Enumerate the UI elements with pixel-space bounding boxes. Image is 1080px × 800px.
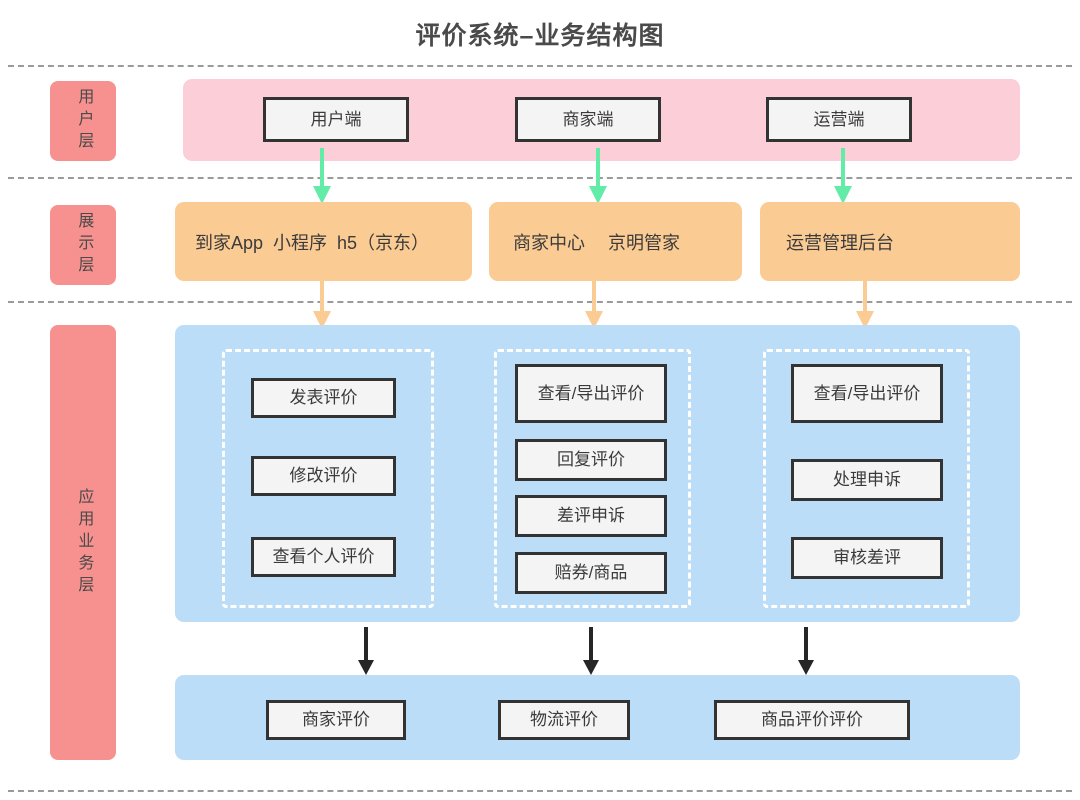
layer-chip-presentation: 展示层 [50, 205, 116, 285]
node-process-appeal-label: 处理申诉 [833, 470, 901, 490]
node-view-export-review-merchant-label: 查看/导出评价 [537, 383, 645, 403]
node-edit-review-label: 修改评价 [289, 466, 358, 486]
node-compensation-coupon-goods-label: 赔券/商品 [554, 563, 628, 583]
presentation-band-consumer[interactable] [175, 202, 472, 281]
arrow-user-to-presentation-3 [832, 148, 854, 204]
node-view-export-review-operations-label: 查看/导出评价 [813, 383, 921, 403]
node-view-export-review-operations[interactable]: 查看/导出评价 [791, 364, 943, 423]
node-user-client[interactable]: 用户端 [263, 97, 409, 142]
node-view-personal-review-label: 查看个人评价 [272, 547, 375, 567]
node-publish-review[interactable]: 发表评价 [251, 378, 396, 418]
arrow-presentation-to-application-3 [854, 281, 876, 329]
node-bad-review-appeal[interactable]: 差评申诉 [515, 495, 667, 537]
group-operations-functions [763, 349, 970, 608]
presentation-band-operations[interactable] [760, 202, 1020, 281]
node-merchant-evaluation[interactable]: 商家评价 [266, 700, 406, 740]
arrow-functions-to-objects-2 [581, 627, 601, 675]
node-merchant-client[interactable]: 商家端 [515, 97, 661, 142]
node-user-client-label: 用户端 [310, 109, 362, 129]
layer-chip-user: 用户层 [50, 81, 116, 161]
arrow-user-to-presentation-1 [311, 148, 333, 204]
node-logistics-evaluation-label: 物流评价 [530, 710, 598, 730]
node-logistics-evaluation[interactable]: 物流评价 [498, 700, 630, 740]
layer-separator-top [8, 65, 1072, 67]
arrow-user-to-presentation-2 [587, 148, 609, 204]
arrow-functions-to-objects-1 [356, 627, 376, 675]
layer-separator-bottom [8, 790, 1072, 792]
node-edit-review[interactable]: 修改评价 [251, 456, 396, 496]
layer-chip-user-label: 用户层 [75, 88, 93, 154]
arrow-presentation-to-application-1 [311, 281, 333, 329]
presentation-band-merchant[interactable] [489, 202, 742, 281]
group-consumer-functions [222, 349, 434, 608]
node-view-export-review-merchant[interactable]: 查看/导出评价 [515, 364, 667, 423]
node-reply-review-label: 回复评价 [557, 450, 625, 470]
node-product-evaluation-label: 商品评价评价 [761, 710, 863, 730]
layer-separator-user-presentation [8, 177, 1072, 179]
layer-chip-application: 应用业务层 [50, 325, 116, 760]
node-merchant-client-label: 商家端 [562, 109, 614, 129]
node-product-evaluation[interactable]: 商品评价评价 [714, 700, 910, 740]
node-view-personal-review[interactable]: 查看个人评价 [251, 537, 396, 577]
node-bad-review-appeal-label: 差评申诉 [557, 506, 625, 526]
node-compensation-coupon-goods[interactable]: 赔券/商品 [515, 552, 667, 594]
arrow-functions-to-objects-3 [796, 627, 816, 675]
layer-separator-presentation-application [8, 301, 1072, 303]
node-operations-client[interactable]: 运营端 [766, 97, 912, 142]
node-reply-review[interactable]: 回复评价 [515, 439, 667, 481]
presentation-band-merchant-label: 商家中心 京明管家 [513, 232, 681, 253]
arrow-presentation-to-application-2 [583, 281, 605, 329]
group-merchant-functions [494, 349, 691, 608]
node-process-appeal[interactable]: 处理申诉 [791, 459, 943, 501]
node-audit-bad-review[interactable]: 审核差评 [791, 537, 943, 579]
presentation-band-operations-label: 运营管理后台 [786, 232, 894, 253]
node-audit-bad-review-label: 审核差评 [833, 548, 901, 568]
node-merchant-evaluation-label: 商家评价 [302, 710, 370, 730]
layer-chip-presentation-label: 展示层 [75, 212, 93, 278]
presentation-band-consumer-label: 到家App 小程序 h5（京东） [195, 232, 430, 253]
page-title: 评价系统–业务结构图 [415, 22, 665, 50]
node-operations-client-label: 运营端 [813, 109, 865, 129]
layer-chip-application-label: 应用业务层 [75, 487, 93, 598]
node-publish-review-label: 发表评价 [289, 388, 358, 408]
